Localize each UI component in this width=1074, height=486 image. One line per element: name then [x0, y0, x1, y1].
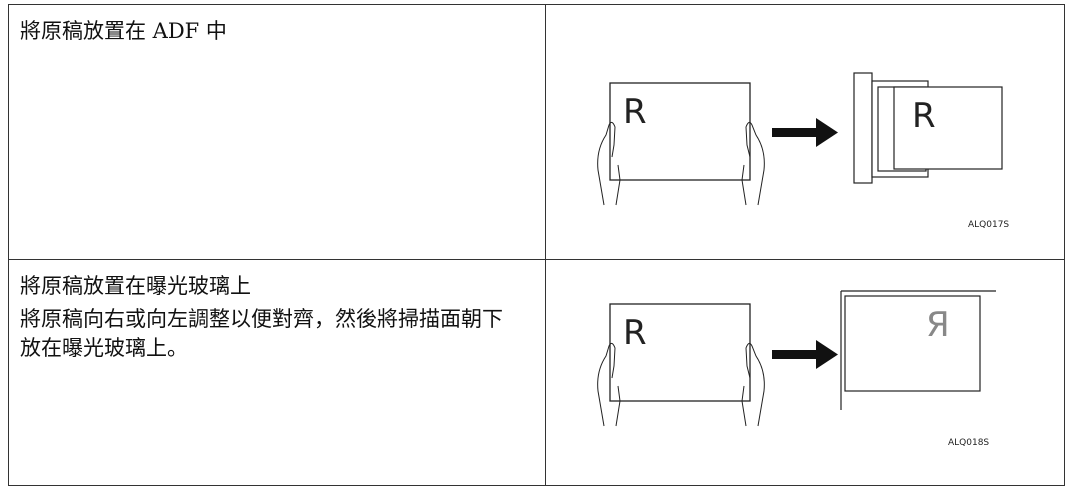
instruction-table: 將原稿放置在 ADF 中 R: [8, 4, 1065, 486]
exposure-glass-icon: [840, 290, 996, 410]
text-cell: 將原稿放置在 ADF 中: [8, 4, 546, 260]
right-arrow-icon: [772, 118, 838, 147]
figure-code: ALQ018S: [948, 438, 989, 448]
figure-code: ALQ017S: [968, 220, 1009, 230]
original-sheet: [609, 82, 751, 181]
original-letter: R: [623, 92, 647, 132]
figure-cell: R R: [545, 4, 1065, 260]
step-title: 將原稿放置在曝光玻璃上: [20, 274, 251, 298]
adf-tray-icon: [853, 72, 1003, 184]
figure-cell: R Я ALQ018S: [545, 259, 1065, 486]
original-letter: R: [623, 313, 647, 353]
original-sheet: [609, 303, 751, 402]
scanned-letter: R: [912, 96, 936, 136]
glass-placement-illustration: R Я ALQ018S: [597, 290, 996, 448]
table-row: 將原稿放置在 ADF 中 R: [8, 4, 1065, 260]
face-down-letter: Я: [926, 305, 950, 345]
adf-placement-illustration: R R: [597, 72, 1009, 230]
hands-holding-original-icon: [597, 121, 765, 206]
right-arrow-icon: [772, 340, 838, 369]
step-title: 將原稿放置在 ADF 中: [20, 19, 227, 43]
table-row: 將原稿放置在曝光玻璃上 將原稿向右或向左調整以便對齊，然後將掃描面朝下放在曝光玻…: [8, 259, 1065, 486]
text-cell: 將原稿放置在曝光玻璃上 將原稿向右或向左調整以便對齊，然後將掃描面朝下放在曝光玻…: [8, 259, 546, 486]
hands-holding-original-icon: [597, 342, 765, 427]
step-description: 將原稿向右或向左調整以便對齊，然後將掃描面朝下放在曝光玻璃上。: [20, 307, 503, 360]
